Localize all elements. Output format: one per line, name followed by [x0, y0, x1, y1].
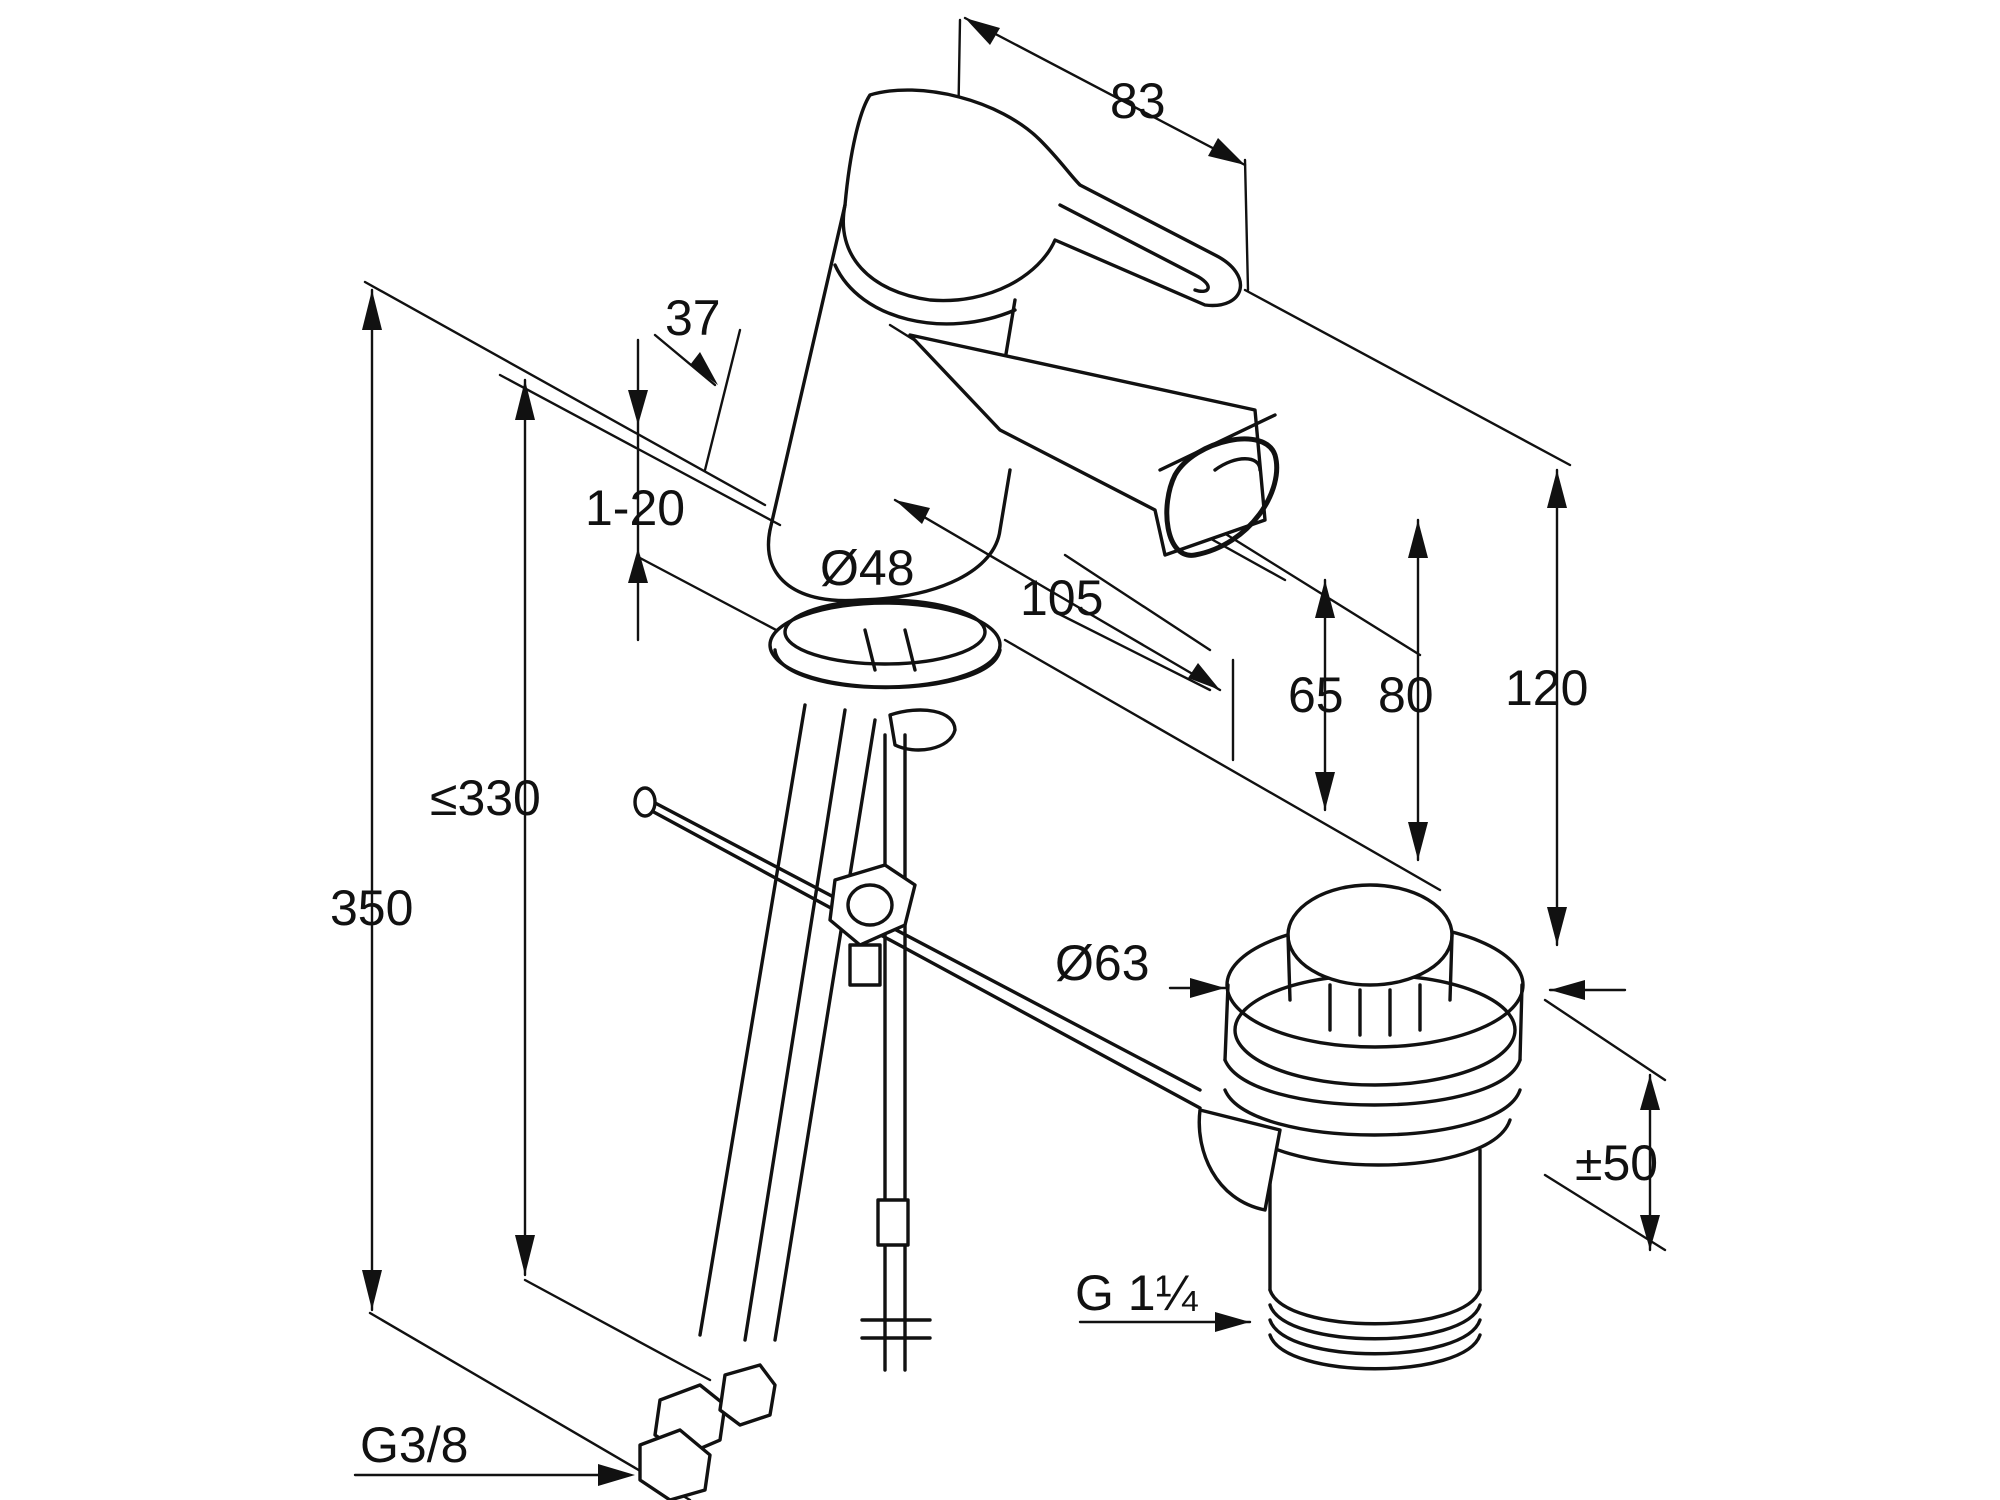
- dim-37: 37: [665, 290, 721, 346]
- dim-120: 120: [1505, 660, 1588, 716]
- dim-80: 80: [1378, 667, 1434, 723]
- diagonal-dimensions: [353, 16, 1627, 1486]
- aerator: [1164, 436, 1280, 558]
- faucet-body: [766, 88, 1280, 752]
- dim-1-20: 1-20: [585, 480, 685, 536]
- dim-diameter-63: Ø63: [1055, 935, 1150, 991]
- dimension-lines: [362, 288, 1660, 1312]
- dim-diameter-48: Ø48: [820, 540, 915, 596]
- dim-65: 65: [1288, 667, 1344, 723]
- dim-105: 105: [1020, 570, 1103, 626]
- dim-thread-g-1-1-4: G 1¼: [1075, 1265, 1199, 1321]
- spout: [908, 333, 1267, 557]
- dim-plus-minus-50: ±50: [1575, 1135, 1658, 1191]
- dim-max-330: ≤330: [430, 770, 541, 826]
- dim-350: 350: [330, 880, 413, 936]
- dim-83: 83: [1110, 73, 1166, 129]
- dim-thread-g3-8: G3/8: [360, 1417, 468, 1473]
- dimension-labels: 83 37 1-20 Ø48 105 65 80 120 ≤330 350 Ø6…: [330, 73, 1658, 1473]
- lever-handle: [841, 88, 1243, 308]
- pop-up-waste: [1197, 883, 1525, 1371]
- supply-and-rod: [633, 703, 1202, 1500]
